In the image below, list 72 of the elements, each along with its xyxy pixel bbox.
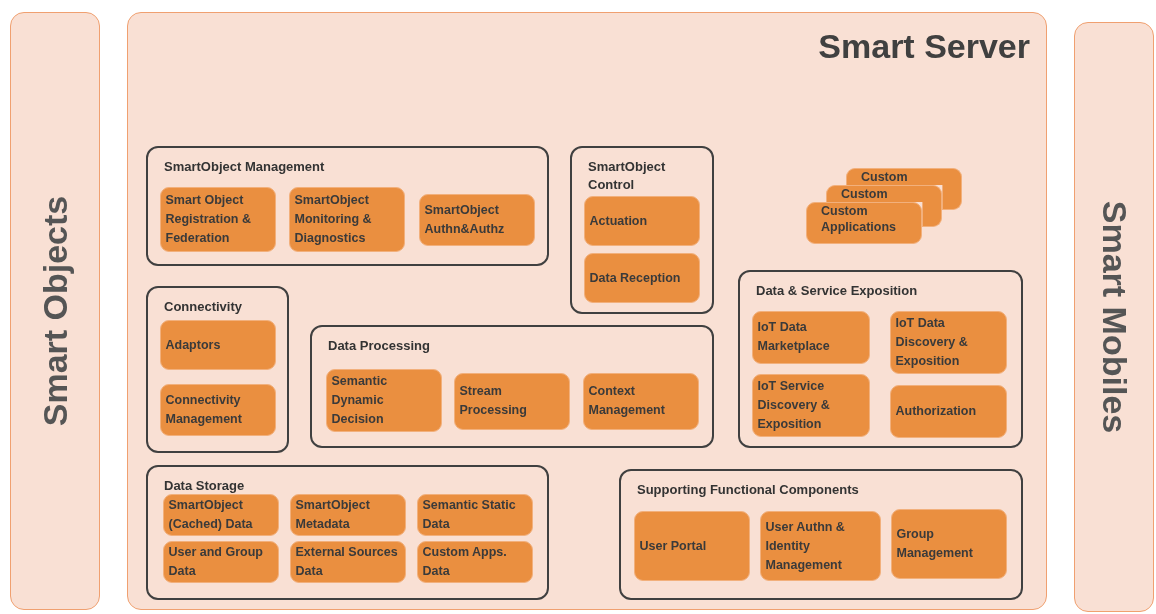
- component-label: IoT Service Discovery & Exposition: [757, 377, 831, 433]
- component-label: Stream Processing: [459, 383, 528, 419]
- component-label: User and Group Data: [168, 543, 264, 580]
- component-box: [633, 510, 750, 581]
- component-box: [159, 383, 276, 436]
- component-box: [846, 168, 962, 185]
- component-label: Custom: [841, 186, 889, 202]
- component-box: [418, 193, 535, 246]
- component-label: Custom: [861, 169, 909, 185]
- component-box: [325, 368, 442, 432]
- component-group: [310, 325, 714, 448]
- component-label: User Authn & Identity Management: [765, 518, 846, 574]
- side-panel: [10, 12, 100, 610]
- component-box: [162, 540, 279, 583]
- group-title: Connectivity: [164, 298, 243, 316]
- component-box: [288, 186, 405, 252]
- component-label: Group Management: [896, 525, 974, 562]
- component-label: Smart Object Registration & Federation: [165, 191, 252, 247]
- group-title: Data Processing: [328, 337, 431, 355]
- component-label: Connectivity Management: [165, 391, 243, 428]
- group-title: SmartObject Control: [588, 158, 667, 194]
- component-label: External Sources Data: [295, 543, 399, 580]
- group-title: SmartObject Management: [164, 158, 326, 176]
- component-box: [751, 373, 870, 437]
- component-box: [759, 510, 881, 581]
- component-box: [159, 186, 276, 252]
- component-label: SmartObject Metadata: [295, 496, 371, 533]
- component-label: Custom Applications: [821, 203, 897, 235]
- component-box: [889, 384, 1007, 438]
- component-label: SmartObject Monitoring & Diagnostics: [294, 191, 373, 247]
- component-box: [162, 493, 279, 536]
- component-label: SmartObject (Cached) Data: [168, 496, 254, 533]
- component-box: [453, 372, 570, 430]
- panel-title: Smart Server: [818, 27, 1030, 66]
- component-box: [889, 310, 1007, 374]
- component-box: [416, 493, 533, 536]
- component-box: [751, 310, 870, 364]
- component-group: [146, 286, 289, 453]
- group-title: Data & Service Exposition: [756, 282, 919, 300]
- component-label: Actuation: [589, 212, 649, 229]
- component-label: Data Reception: [589, 269, 682, 287]
- side-title: Smart Mobiles: [1094, 200, 1134, 434]
- component-label: Semantic Static Data: [422, 496, 517, 533]
- component-label: Context Management: [588, 383, 666, 419]
- component-label: Custom Apps. Data: [422, 543, 508, 580]
- component-label: Authorization: [895, 402, 978, 420]
- component-label: Adaptors: [165, 336, 222, 354]
- component-box: [583, 195, 700, 246]
- component-box: [890, 508, 1007, 579]
- component-label: IoT Data Discovery & Exposition: [895, 314, 969, 370]
- component-group: [146, 146, 549, 266]
- component-box: [583, 252, 700, 303]
- component-box: [159, 319, 276, 370]
- component-label: Semantic Dynamic Decision: [331, 372, 389, 428]
- group-title: Supporting Functional Components: [637, 481, 860, 499]
- component-box: [289, 540, 406, 583]
- component-group: [738, 270, 1023, 448]
- side-title: Smart Objects: [35, 195, 75, 427]
- component-box: [806, 202, 922, 244]
- server-panel: [127, 12, 1047, 610]
- component-box: [289, 493, 406, 536]
- component-box: [416, 540, 533, 583]
- side-panel: [1074, 22, 1154, 612]
- component-label: User Portal: [639, 537, 708, 554]
- component-group: [619, 469, 1023, 600]
- component-group: [146, 465, 549, 600]
- component-box: [826, 185, 942, 202]
- group-title: Data Storage: [164, 477, 246, 495]
- component-label: IoT Data Marketplace: [757, 319, 831, 355]
- component-group: [570, 146, 714, 314]
- component-box: [582, 372, 699, 430]
- component-label: SmartObject Authn&Authz: [424, 201, 506, 238]
